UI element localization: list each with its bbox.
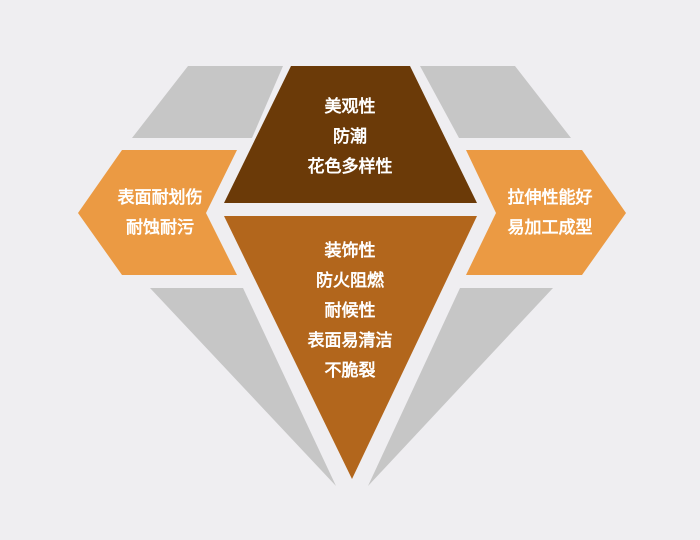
- top-line-3: 花色多样性: [307, 157, 393, 177]
- top-line-1: 美观性: [324, 97, 376, 117]
- bottom-line-4: 表面易清洁: [307, 331, 393, 351]
- top-line-2: 防潮: [333, 127, 367, 147]
- bottom-line-1: 装饰性: [324, 241, 376, 261]
- bottom-line-2: 防火阻燃: [316, 271, 384, 291]
- top-center-label: 美观性 防潮 花色多样性: [250, 92, 450, 182]
- right-line-2: 易加工成型: [507, 218, 593, 238]
- left-arrow-label: 表面耐划伤 耐蚀耐污: [95, 183, 225, 243]
- top-center-trapezoid: [224, 66, 477, 203]
- bottom-center-label: 装饰性 防火阻燃 耐候性 表面易清洁 不脆裂: [250, 236, 450, 386]
- right-arrow-shape: [466, 150, 626, 275]
- bottom-line-3: 耐候性: [324, 301, 376, 321]
- left-line-2: 耐蚀耐污: [126, 218, 194, 238]
- gray-facet-bottom-right: [368, 288, 553, 486]
- left-arrow-shape: [78, 150, 237, 275]
- gray-facet-top-right: [420, 66, 571, 138]
- bottom-line-5: 不脆裂: [324, 361, 376, 381]
- gray-facet-top-left: [132, 66, 283, 138]
- right-arrow-label: 拉伸性能好 易加工成型: [485, 183, 615, 243]
- gray-facet-bottom-left: [150, 288, 336, 486]
- bottom-center-triangle: [224, 216, 477, 479]
- left-line-1: 表面耐划伤: [117, 188, 203, 208]
- right-line-1: 拉伸性能好: [507, 188, 593, 208]
